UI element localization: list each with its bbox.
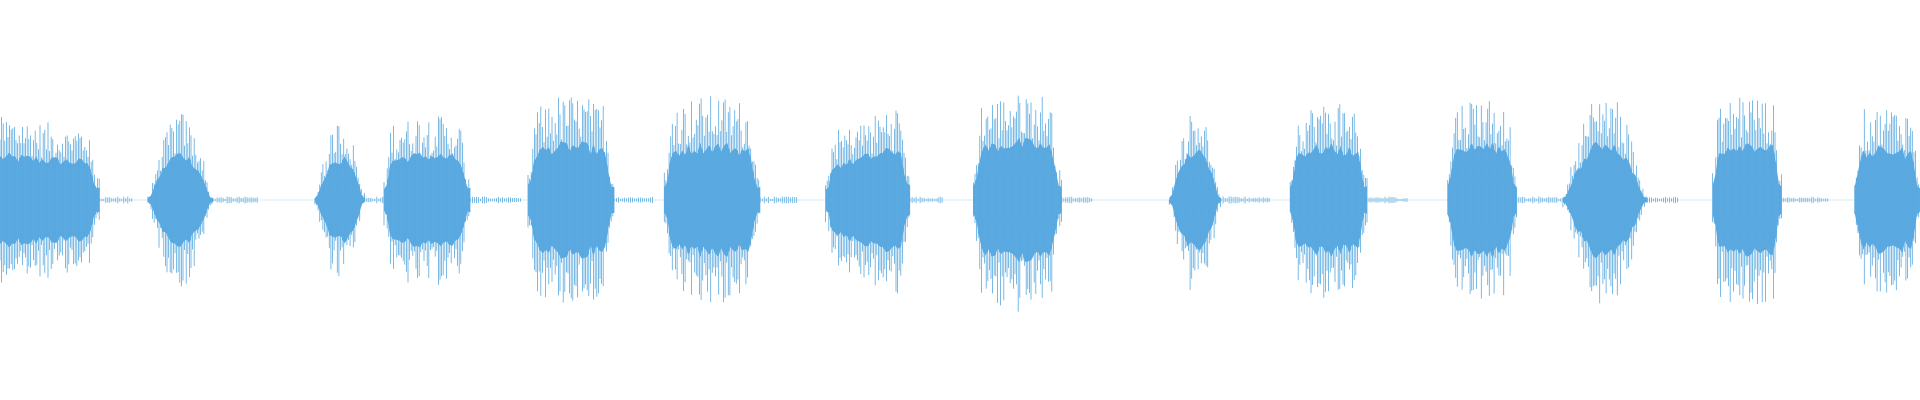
waveform-burst-oscillation: [1854, 109, 1920, 293]
waveform-burst-core: [314, 156, 365, 244]
waveform-burst-oscillation: [1562, 102, 1647, 304]
waveform-burst: [383, 116, 521, 285]
waveform-burst: [825, 110, 943, 294]
waveform-burst-tail: [909, 196, 943, 204]
waveform-burst: [1289, 104, 1408, 298]
waveform-burst-oscillation: [1712, 97, 1782, 304]
waveform-burst: [527, 97, 653, 303]
waveform-burst-tail: [1061, 196, 1093, 204]
waveform-burst: [1854, 109, 1920, 293]
waveform-burst: [1168, 116, 1270, 290]
waveform-burst-oscillation: [825, 110, 910, 294]
waveform-burst-oscillation: [1447, 101, 1517, 299]
waveform-bursts: [0, 95, 1920, 312]
waveform-burst-oscillation: [663, 96, 760, 303]
waveform-burst-tail: [759, 196, 797, 204]
waveform-burst-tail: [99, 196, 133, 204]
waveform-burst-oscillation: [147, 114, 213, 287]
waveform-burst-tail: [470, 196, 521, 204]
waveform-burst-oscillation: [1168, 116, 1221, 290]
waveform-burst: [973, 95, 1093, 312]
waveform-burst: [0, 117, 133, 283]
waveform-burst-oscillation: [314, 125, 365, 277]
waveform-burst: [1447, 101, 1572, 299]
waveform-burst-oscillation: [1289, 104, 1368, 298]
waveform-burst: [1562, 102, 1678, 304]
waveform-burst-tail: [1781, 196, 1829, 204]
waveform-burst: [314, 125, 402, 277]
waveform-burst-oscillation: [0, 117, 100, 283]
waveform-burst-tail: [1366, 196, 1408, 204]
waveform-burst-tail: [614, 196, 653, 204]
waveform-burst: [663, 96, 797, 303]
waveform-burst: [1712, 97, 1829, 304]
waveform-burst-oscillation: [527, 97, 614, 303]
waveform-burst-tail: [1220, 196, 1270, 204]
waveform-burst-oscillation: [973, 95, 1062, 312]
waveform-burst-oscillation: [383, 116, 470, 285]
waveform-burst-core: [1447, 141, 1517, 259]
waveform-burst-tail: [1647, 196, 1678, 204]
waveform-burst: [147, 114, 258, 287]
waveform-burst-tail: [212, 196, 258, 204]
